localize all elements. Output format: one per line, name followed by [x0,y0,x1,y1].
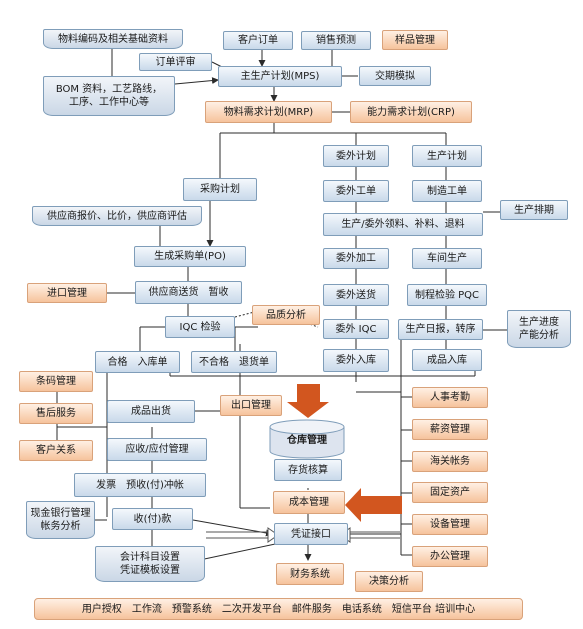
cash-bank-doc: 现金银行管理 帐务分析 [26,501,95,539]
process-inspection-box: 制程检验 PQC [407,284,487,306]
generate-po-box: 生成采购单(PO) [134,246,246,267]
finished-receipt-box: 成品入库 [412,349,482,371]
cash-bank-line-1: 现金银行管理 [30,508,91,519]
production-plan-box: 生产计划 [412,145,482,167]
sales-forecast-box: 销售预测 [301,31,371,50]
iqc-box: IQC 检验 [165,316,235,338]
cost-management-box: 成本管理 [273,491,345,514]
mps-box: 主生产计划(MPS) [218,66,342,87]
inventory-accounting-box: 存货核算 [274,459,342,481]
outsource-iqc-box: 委外 IQC [323,319,389,339]
manufacturing-workorder-box: 制造工单 [412,180,482,202]
outsource-processing-box: 委外加工 [323,248,389,269]
fixed-assets-box: 固定资产 [412,482,488,503]
progress-line-1: 生产进度 [519,317,559,328]
salary-management-box: 薪资管理 [412,419,488,440]
order-review-box: 订单评审 [139,53,212,71]
supplier-delivery-box: 供应商送货 暂收 [135,281,242,304]
warehouse-label: 仓库管理 [287,435,327,446]
production-scheduling-box: 生产排期 [500,200,568,220]
customs-ledger-box: 海关帐务 [412,451,488,472]
equipment-management-box: 设备管理 [412,514,488,535]
warehouse-cylinder: 仓库管理 [269,419,345,459]
outsource-delivery-box: 委外送货 [323,284,389,306]
quality-analysis-box: 品质分析 [252,305,320,325]
receipt-payment-box: 收(付)款 [112,508,193,530]
material-basics-box: 物料编码及相关基础资料 [43,29,183,49]
qualified-receipt-box: 合格 入库单 [95,351,180,373]
aftersales-service-box: 售后服务 [19,403,93,424]
outsource-plan-box: 委外计划 [323,145,389,167]
big-left-arrow [345,488,402,522]
crp-box: 能力需求计划(CRP) [350,101,472,123]
outsource-receipt-box: 委外入库 [323,349,389,372]
purchase-plan-box: 采购计划 [183,178,257,201]
ar-ap-box: 应收/应付管理 [107,438,207,461]
invoice-offset-box: 发票 预收(付)冲帐 [74,473,206,497]
accounting-line-2: 凭证模板设置 [120,565,180,576]
big-down-arrow [287,384,329,418]
material-issue-box: 生产/委外领料、补料、退料 [323,213,483,236]
finance-system-box: 财务系统 [276,563,344,585]
outbound-management-box: 出口管理 [220,395,282,416]
sample-management-box: 样品管理 [382,30,448,50]
hr-attendance-box: 人事考勤 [412,387,488,408]
bom-line-2: 工序、工作中心等 [69,97,149,108]
decision-analysis-box: 决策分析 [355,571,423,592]
bom-line-1: BOM 资料，工艺路线， [55,84,163,95]
progress-line-2: 产能分析 [519,330,559,341]
bom-routing-doc: BOM 资料，工艺路线， 工序、工作中心等 [43,76,175,116]
office-management-box: 办公管理 [412,546,488,567]
accounting-line-1: 会计科目设置 [120,552,180,563]
unqualified-return-box: 不合格 退货单 [191,351,277,373]
mrp-box: 物料需求计划(MRP) [205,101,332,123]
cash-bank-line-2: 帐务分析 [40,521,81,532]
import-management-box: 进口管理 [27,283,107,303]
delivery-simulation-box: 交期模拟 [359,66,431,86]
customer-relations-box: 客户关系 [19,440,93,461]
voucher-interface-box: 凭证接口 [274,523,348,545]
finished-shipment-box: 成品出货 [107,400,195,423]
accounting-settings-doc: 会计科目设置 凭证模板设置 [95,546,205,582]
progress-analysis-doc: 生产进度 产能分析 [507,310,571,348]
customer-order-box: 客户订单 [223,31,293,50]
outsource-workorder-box: 委外工单 [323,180,389,202]
barcode-management-box: 条码管理 [19,371,93,392]
supplier-quote-doc: 供应商报价、比价，供应商评估 [32,206,202,226]
platform-services-bar: 用户授权 工作流 预警系统 二次开发平台 邮件服务 电话系统 短信平台 培训中心 [34,598,523,620]
daily-report-box: 生产日报，转序 [398,319,483,340]
workshop-production-box: 车间生产 [412,248,482,269]
